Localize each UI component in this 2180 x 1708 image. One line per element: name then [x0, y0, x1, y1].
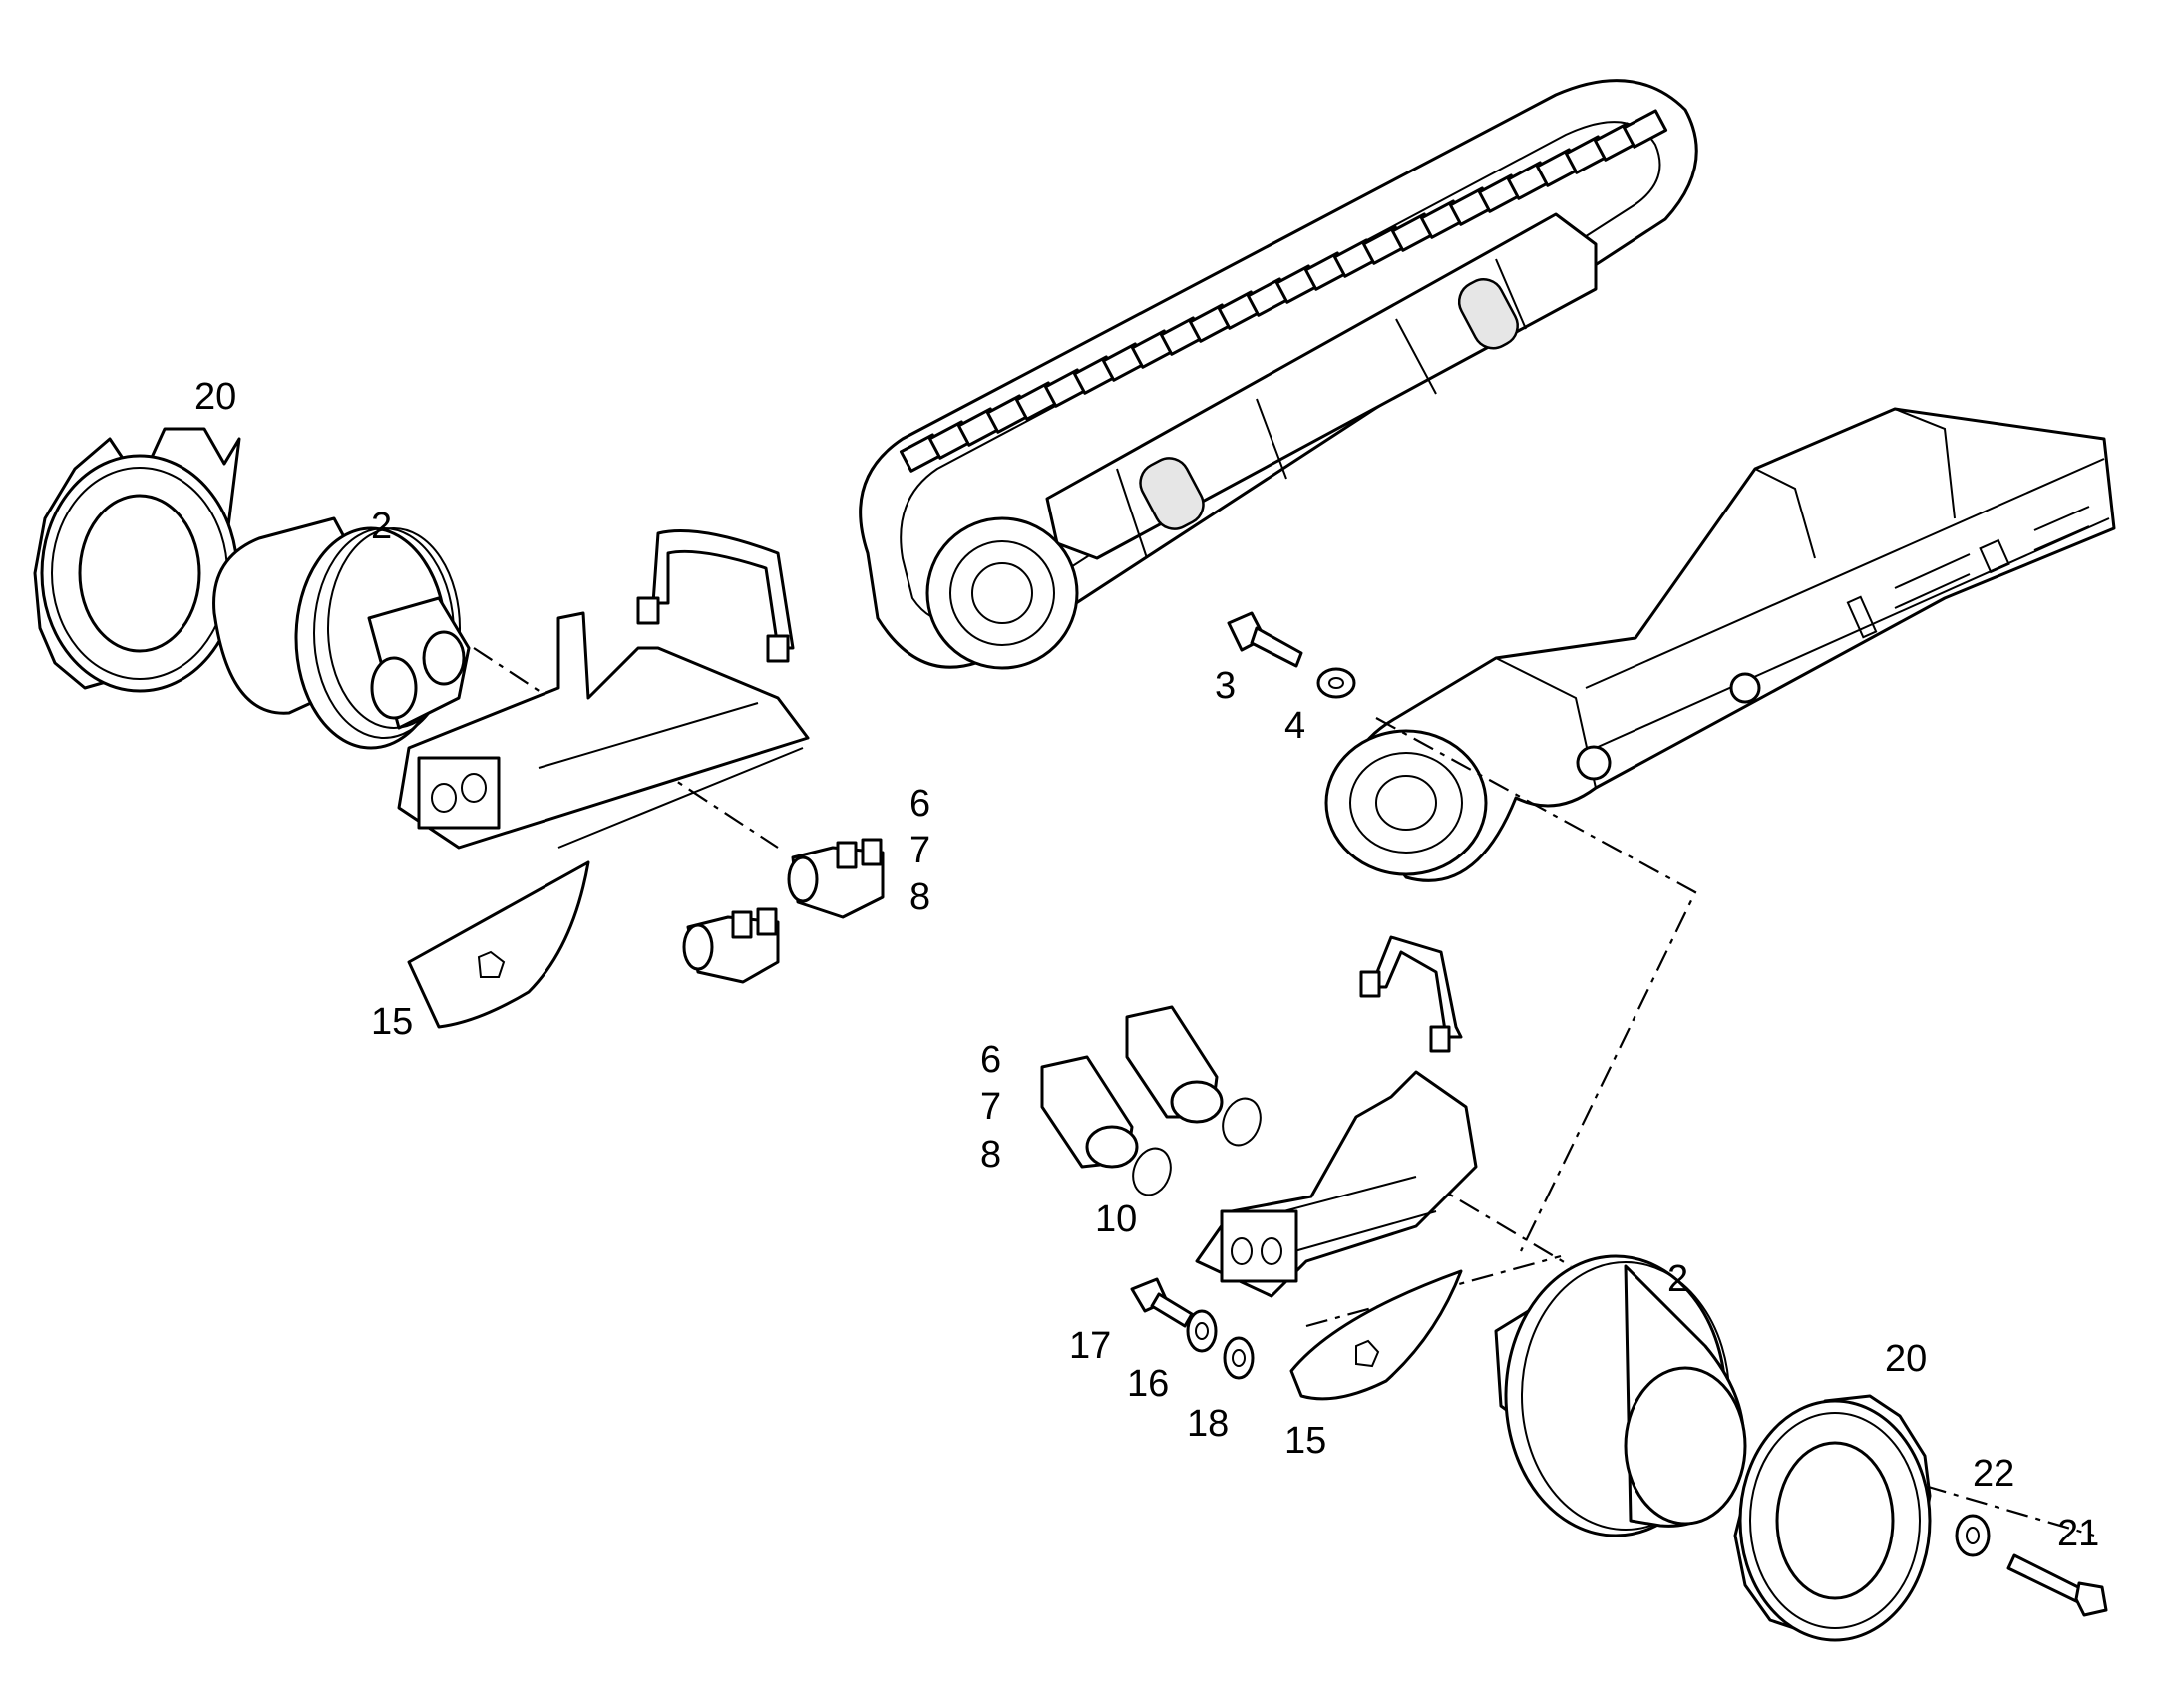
left-motor-guard: [397, 529, 810, 850]
left-sprocket: [33, 427, 241, 693]
washer-18: [1223, 1336, 1255, 1380]
left-travel-motor: [212, 516, 471, 750]
assembly-line-right: [1305, 717, 2095, 1537]
o-ring-10: [1132, 1097, 1262, 1196]
label-4: 4: [1284, 705, 1305, 747]
washer-22: [1955, 1514, 1991, 1557]
label-15-left: 15: [371, 1001, 413, 1043]
label-18: 18: [1187, 1403, 1229, 1445]
bolt-21: [2006, 1553, 2108, 1617]
left-valve-assembly: [682, 838, 885, 984]
label-7-left: 7: [909, 830, 930, 871]
left-cover-plate: [407, 860, 590, 1029]
label-15-right: 15: [1284, 1420, 1326, 1462]
right-valve-assembly: [1040, 1005, 1224, 1169]
track-frame-with-track: [859, 79, 1698, 670]
label-20-right: 20: [1885, 1338, 1927, 1380]
label-21: 21: [2057, 1513, 2099, 1554]
label-17: 17: [1069, 1325, 1111, 1367]
label-10: 10: [1095, 1198, 1137, 1240]
label-8-left: 8: [909, 876, 930, 918]
label-8-right: 8: [980, 1134, 1001, 1176]
right-motor-guard: [1195, 935, 1478, 1298]
washer-4: [1316, 667, 1356, 699]
label-7-right: 7: [980, 1086, 1001, 1128]
label-3: 3: [1215, 665, 1236, 707]
right-sprocket: [1733, 1394, 1932, 1642]
screw-17: [1130, 1277, 1194, 1328]
label-16: 16: [1127, 1363, 1169, 1405]
callout-labels: 20 2 6 7 8 15 3 4 6 7 8 10 2 20 17 16 18…: [194, 376, 2099, 1554]
label-6-left: 6: [909, 783, 930, 825]
bolt-3: [1227, 611, 1303, 668]
label-20-left: 20: [194, 376, 236, 418]
track-shoe: [1622, 109, 1668, 149]
washer-16: [1186, 1309, 1218, 1353]
right-cover-plate: [1289, 1269, 1463, 1401]
label-2-left: 2: [371, 506, 392, 547]
track-frame: [1324, 407, 2116, 882]
label-6-right: 6: [980, 1039, 1001, 1081]
right-travel-motor: [1494, 1254, 1747, 1537]
label-2-right: 2: [1667, 1258, 1688, 1300]
label-22: 22: [1973, 1453, 2014, 1495]
